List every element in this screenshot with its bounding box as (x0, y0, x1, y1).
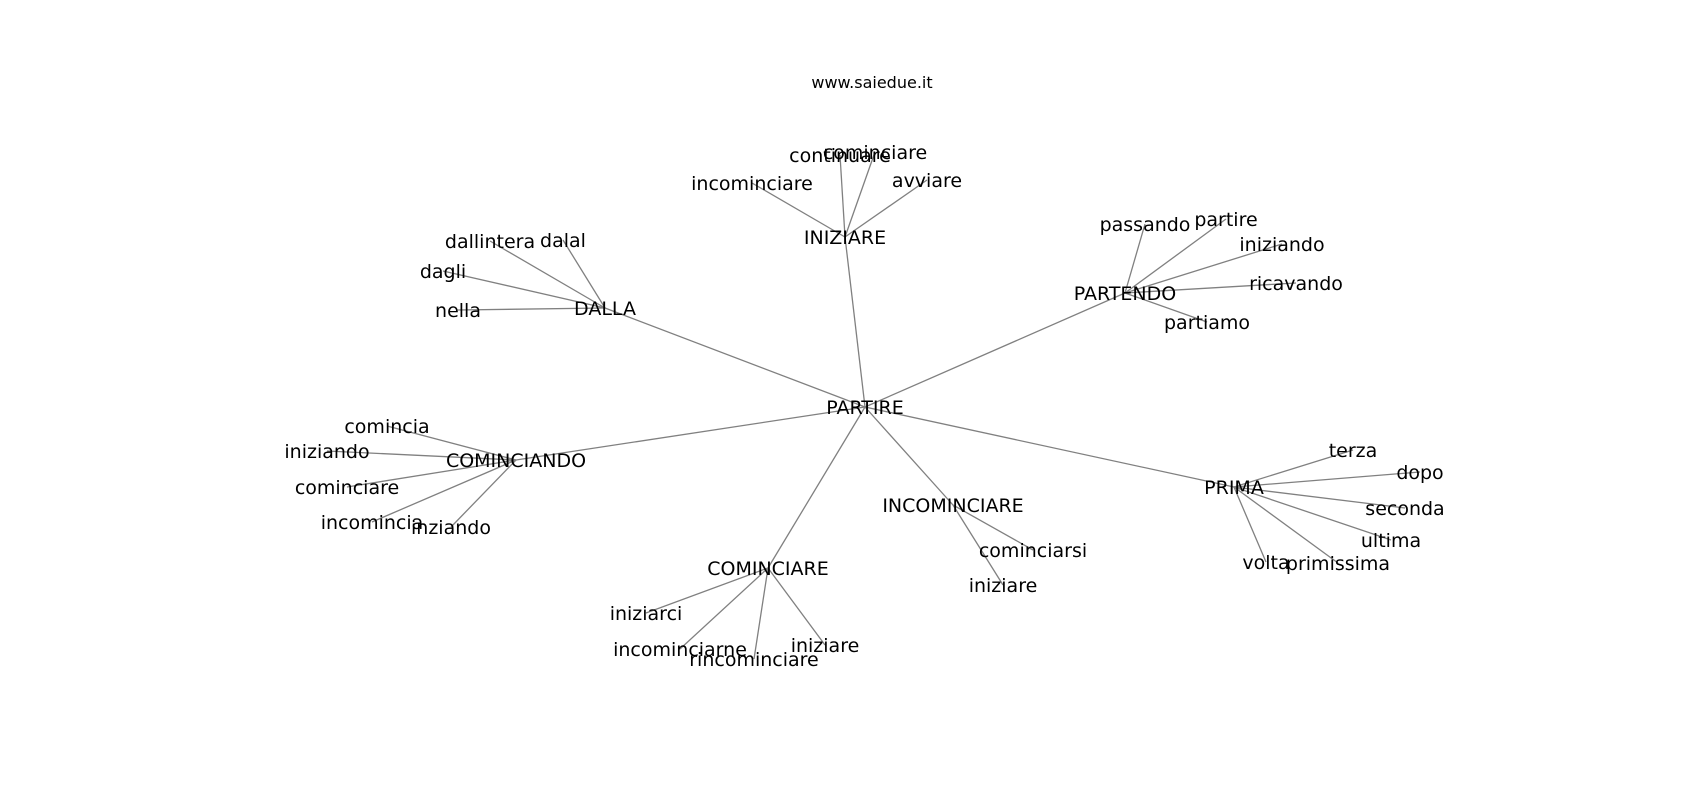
leaf-node-label: passando (1100, 214, 1191, 236)
edge (386, 425, 517, 461)
leaf-node-label: partire (1194, 209, 1257, 231)
edge (844, 151, 876, 238)
edge (1233, 486, 1392, 541)
hub-node-label: COMINCIANDO (446, 450, 586, 472)
leaf-node-label: cominciarsi (979, 540, 1087, 562)
leaf-node-label: inziando (411, 517, 491, 539)
edge (1124, 218, 1227, 294)
leaf-node-label: ultima (1361, 530, 1421, 552)
edge (457, 307, 606, 311)
leaf-node-label: iniziando (284, 441, 369, 463)
leaf-node-label: dagli (420, 261, 466, 283)
leaf-node-label: avviare (892, 170, 962, 192)
edge (450, 459, 517, 528)
leaf-node-label: dallintera (445, 231, 535, 253)
edge (1233, 471, 1421, 488)
leaf-node-label: incominciarne (613, 639, 747, 661)
hub-node-label: DALLA (574, 298, 636, 320)
edge (952, 504, 1004, 586)
root-node-label: PARTIRE (826, 397, 903, 419)
edge (864, 406, 1235, 488)
leaf-node-label: cominciare (295, 477, 399, 499)
edge (442, 270, 606, 309)
leaf-node-label: iniziando (1239, 234, 1324, 256)
edge (1124, 282, 1297, 294)
edge (1124, 223, 1146, 294)
edges (326, 151, 1421, 660)
node-labels: PARTIREINIZIAREincominciarecontinuarecom… (284, 142, 1444, 671)
leaf-node-label: iniziare (969, 575, 1038, 597)
leaf-node-label: primissima (1286, 553, 1390, 575)
edge (767, 406, 866, 569)
leaf-node-label: seconda (1365, 498, 1444, 520)
edge (346, 459, 517, 488)
edge (844, 236, 866, 408)
edge (489, 240, 606, 309)
leaf-node-label: comincia (344, 416, 429, 438)
edge (1233, 486, 1406, 509)
edge (371, 459, 517, 523)
edge (839, 154, 846, 238)
leaf-node-label: iniziarci (610, 603, 683, 625)
leaf-node-label: continuare (789, 145, 891, 167)
hub-node-label: INCOMINCIARE (882, 495, 1023, 517)
leaf-node-label: ricavando (1249, 273, 1343, 295)
leaf-node-label: partiamo (1164, 312, 1250, 334)
edge (751, 182, 846, 238)
leaf-node-label: incomincia (321, 512, 424, 534)
leaf-node-label: rincominciare (689, 649, 818, 671)
edge (645, 567, 769, 614)
leaf-node-label: incominciare (691, 173, 813, 195)
leaf-node-label: cominciare (823, 142, 927, 164)
site-label: www.saiedue.it (811, 73, 932, 92)
leaf-node-label: dopo (1396, 462, 1443, 484)
hub-node-label: COMINCIARE (707, 558, 829, 580)
edge (604, 307, 866, 408)
hub-node-label: PARTENDO (1074, 283, 1176, 305)
edge (844, 179, 928, 238)
edge (753, 567, 769, 660)
edge (952, 504, 1034, 551)
edge (562, 239, 606, 309)
edge (679, 567, 769, 650)
leaf-node-label: nella (435, 300, 481, 322)
leaf-node-label: iniziare (791, 635, 860, 657)
edge (767, 567, 826, 646)
edge (1233, 449, 1354, 488)
hub-node-label: INIZIARE (804, 227, 886, 249)
leaf-node-label: volta (1242, 552, 1289, 574)
edge (1124, 243, 1283, 294)
leaf-node-label: terza (1329, 440, 1378, 462)
leaf-node-label: dalal (540, 230, 586, 252)
edge (864, 406, 954, 506)
edge (864, 292, 1126, 408)
hub-node-label: PRIMA (1204, 477, 1264, 499)
edge (1233, 486, 1267, 563)
edge (515, 406, 866, 461)
edge (326, 450, 517, 461)
edge (1233, 486, 1339, 564)
edge (1124, 292, 1208, 323)
